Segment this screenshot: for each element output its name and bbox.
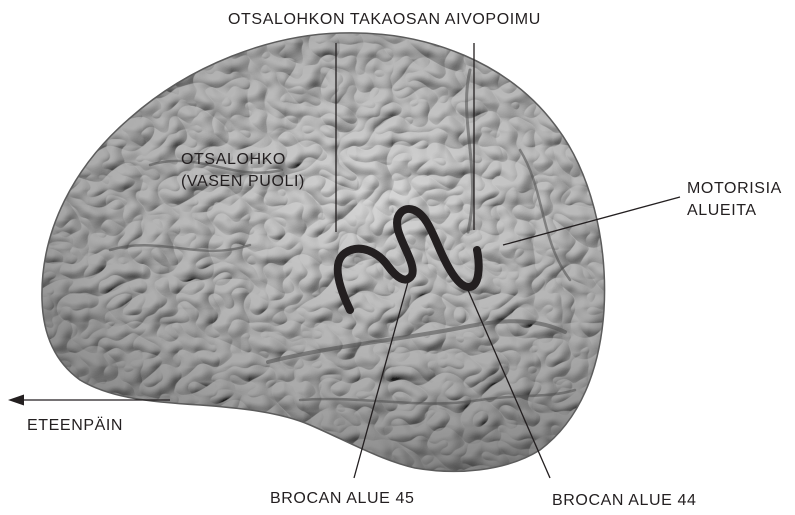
arrow-head-icon [8, 395, 24, 406]
label-precentral-gyrus: OTSALOHKON TAKAOSAN AIVOPOIMU [228, 10, 541, 30]
label-frontal-lobe-side: (VASEN PUOLI) [181, 172, 305, 192]
label-motor-areas: MOTORISIA [687, 179, 782, 199]
label-motor-areas-line2: ALUEITA [687, 201, 757, 221]
label-broca-area-45: BROCAN ALUE 45 [270, 489, 414, 509]
label-frontal-lobe: OTSALOHKO [181, 150, 286, 170]
label-broca-area-44: BROCAN ALUE 44 [552, 491, 696, 511]
label-forward: ETEENPÄIN [27, 416, 123, 436]
